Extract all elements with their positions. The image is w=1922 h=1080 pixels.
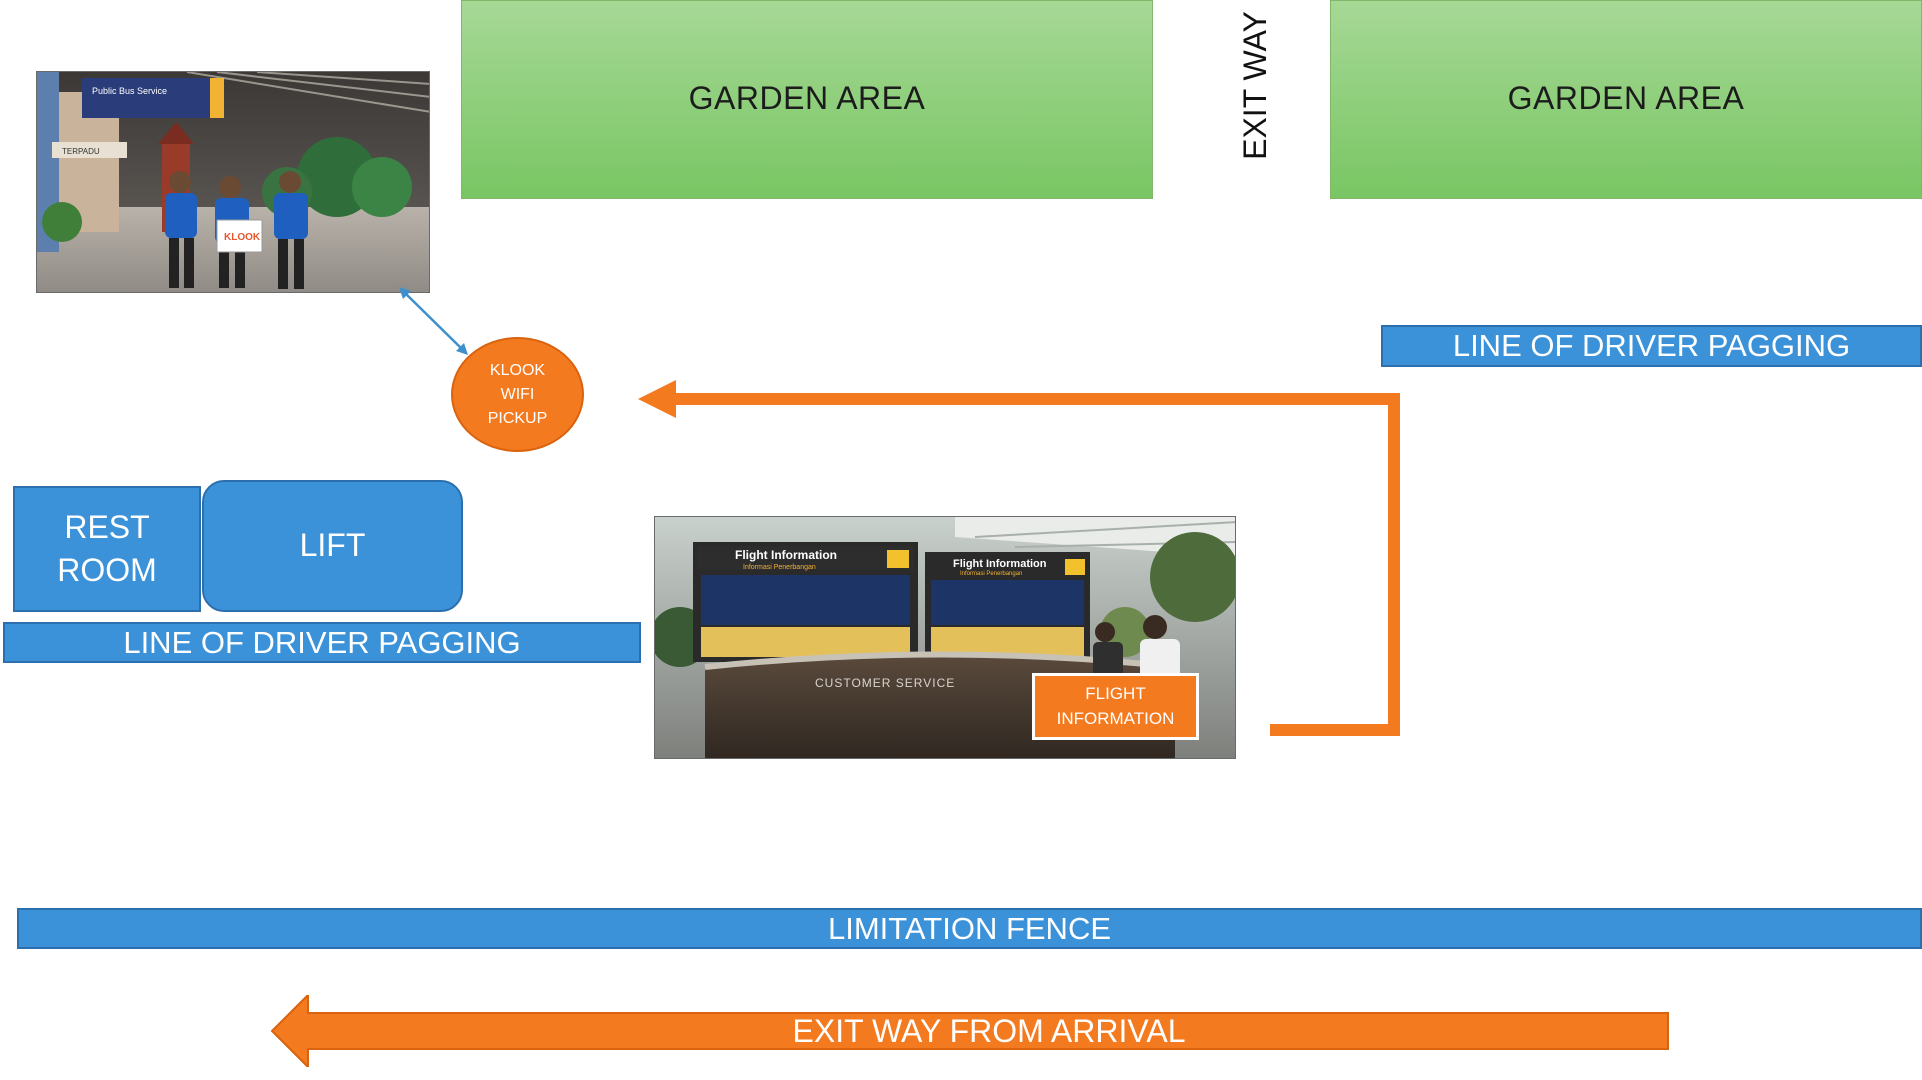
flight-info-line2: INFORMATION <box>1056 708 1175 728</box>
board-left-title: Flight Information <box>735 548 837 562</box>
pickup-line2: WIFI <box>500 385 535 403</box>
flight-info-line1: FLIGHT <box>1085 683 1146 703</box>
board-right-title: Flight Information <box>953 558 1047 570</box>
board-right-subtitle: Informasi Penerbangan <box>960 571 1022 577</box>
photo-klook-sign: KLOOK <box>224 232 261 243</box>
driver-paging-line-left: LINE OF DRIVER PAGGING <box>3 622 641 663</box>
photo-terpadu-sign: TERPADU <box>62 147 100 156</box>
garden-area-right-label: GARDEN AREA <box>1507 80 1745 116</box>
exit-arrival-arrow <box>270 995 1669 1067</box>
board-left-subtitle: Informasi Penerbangan <box>743 564 816 571</box>
pickup-line1: KLOOK <box>489 361 546 379</box>
flight-information-photo: Flight Information Informasi Penerbangan… <box>654 516 1236 759</box>
exit-way-label-wrap: EXIT WAY <box>1155 11 1355 160</box>
flight-information-label: FLIGHT INFORMATION <box>1032 673 1199 740</box>
limitation-fence: LIMITATION FENCE <box>17 908 1922 949</box>
exit-arrival-label: EXIT WAY FROM ARRIVAL <box>792 1012 1186 1049</box>
photo-bus-sign: Public Bus Service <box>92 86 167 96</box>
rest-room: REST ROOM <box>13 486 201 612</box>
limitation-fence-label: LIMITATION FENCE <box>827 910 1112 946</box>
garden-area-left: GARDEN AREA <box>461 0 1153 199</box>
counter-text: CUSTOMER SERVICE <box>815 676 955 690</box>
lift: LIFT <box>202 480 463 612</box>
klook-wifi-pickup-marker: KLOOK WIFI PICKUP <box>451 337 584 452</box>
driver-paging-right-label: LINE OF DRIVER PAGGING <box>1452 328 1851 363</box>
rest-room-line2: ROOM <box>57 552 157 588</box>
garden-area-left-label: GARDEN AREA <box>688 80 926 116</box>
driver-paging-line-right: LINE OF DRIVER PAGGING <box>1381 325 1922 367</box>
exit-way-label: EXIT WAY <box>1236 10 1273 160</box>
garden-area-right: GARDEN AREA <box>1330 0 1922 199</box>
lift-label: LIFT <box>299 527 366 564</box>
rest-room-line1: REST <box>64 508 150 545</box>
exit-arrival-label-wrap: EXIT WAY FROM ARRIVAL <box>310 1013 1668 1049</box>
photo-pickup-connector <box>399 287 468 355</box>
route-arrow <box>638 380 1400 736</box>
pickup-line3: PICKUP <box>487 409 548 427</box>
driver-paging-left-label: LINE OF DRIVER PAGGING <box>123 624 521 660</box>
staff-photo: Public Bus Service TERPADU K <box>36 71 430 293</box>
